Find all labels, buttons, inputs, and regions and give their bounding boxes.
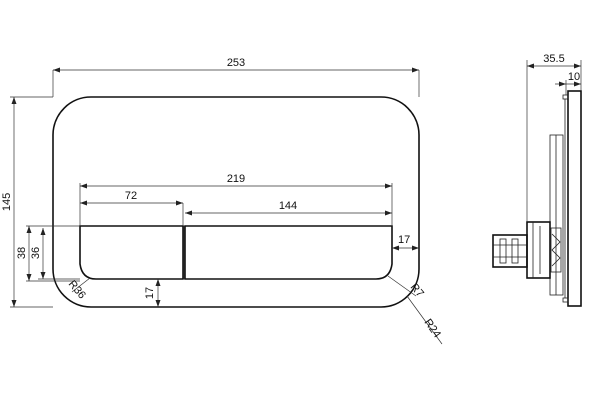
dim-label-17-bottom: 17 [144, 287, 156, 299]
arrow-head [155, 300, 161, 307]
arrow-head [574, 63, 581, 69]
dim-label-38: 38 [16, 247, 28, 259]
arrow-head [53, 67, 60, 73]
arrow-head [527, 63, 534, 69]
arrow-head [80, 183, 87, 189]
dim-label-r7: R7 [408, 281, 426, 299]
small-button [79, 225, 184, 280]
dim-label-145: 145 [1, 193, 13, 211]
pin [499, 238, 507, 264]
arrow-head [185, 210, 192, 216]
arrow-head [11, 300, 17, 307]
side-view: 35.5 10 [492, 53, 582, 307]
large-button [184, 225, 393, 280]
dim-label-35-5: 35.5 [543, 53, 564, 65]
arrow-head [80, 200, 87, 206]
arrow-head [11, 97, 17, 104]
arrow-head [155, 279, 161, 286]
side-plate-lip-top [562, 94, 569, 100]
arrow-head [392, 245, 399, 251]
dim-label-72: 72 [125, 190, 137, 202]
arrow-head [40, 272, 46, 279]
dim-label-36: 36 [30, 247, 42, 259]
arrow-head [385, 183, 392, 189]
arrow-head [40, 228, 46, 235]
dim-label-17-right: 17 [398, 234, 410, 246]
mechanism-block [526, 221, 551, 279]
dim-label-144: 144 [279, 200, 297, 212]
arrow-head [412, 245, 419, 251]
dim-label-r24: R24 [422, 317, 443, 340]
dim-label-10: 10 [568, 71, 580, 83]
leader-r7 [387, 275, 417, 297]
pin [511, 238, 519, 264]
arrow-head [176, 200, 183, 206]
arrow-head [559, 81, 566, 87]
arrow-head [385, 210, 392, 216]
dim-label-r36: R36 [66, 278, 88, 301]
arrow-head [412, 67, 419, 73]
leader-r36 [71, 277, 91, 293]
front-view: 253 219 72 144 145 38 36 [1, 57, 443, 345]
leader-r24 [406, 295, 443, 345]
dim-label-253: 253 [227, 57, 245, 69]
arrow-head [26, 274, 32, 281]
arrow-head [574, 81, 581, 87]
side-frame [549, 134, 564, 296]
side-plate [567, 90, 582, 307]
actuator-pins [492, 234, 528, 268]
arrow-head [26, 226, 32, 233]
plate-outline [52, 96, 420, 308]
mechanism-cam [550, 227, 562, 273]
dim-label-219: 219 [227, 173, 245, 185]
side-plate-lip-bottom [562, 297, 569, 303]
mechanism-spring [551, 233, 561, 267]
